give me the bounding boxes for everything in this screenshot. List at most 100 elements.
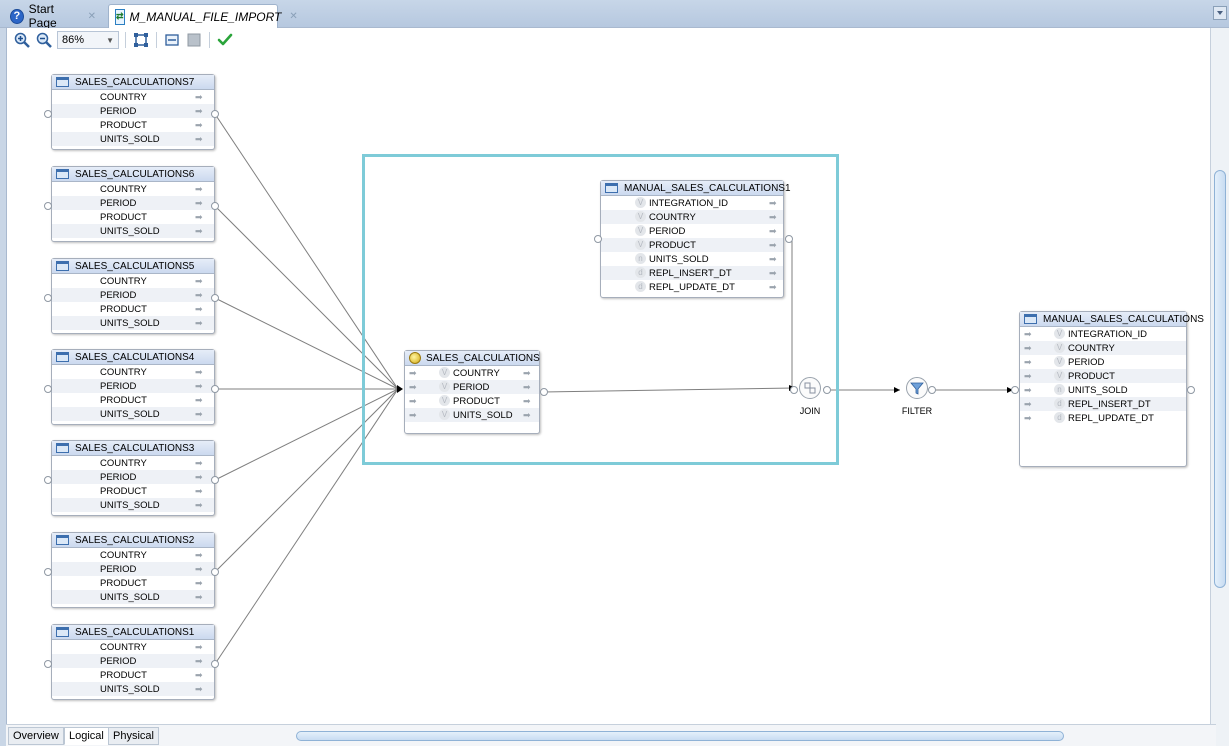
column-row[interactable]: PRODUCT bbox=[52, 576, 214, 590]
close-icon[interactable]: ✕ bbox=[87, 10, 96, 22]
validate-check-icon[interactable] bbox=[216, 31, 234, 49]
column-row[interactable]: PRODUCT bbox=[52, 210, 214, 224]
source-output-port[interactable] bbox=[211, 660, 219, 668]
source-output-port[interactable] bbox=[211, 294, 219, 302]
source-output-port[interactable] bbox=[211, 202, 219, 210]
horizontal-scroll-thumb[interactable] bbox=[296, 731, 1064, 741]
dataset-output-port[interactable] bbox=[540, 388, 548, 396]
source-table-node[interactable]: SALES_CALCULATIONS3COUNTRYPERIODPRODUCTU… bbox=[51, 440, 215, 516]
dataset-node[interactable]: SALES_CALCULATIONS VCOUNTRYVPERIODVPRODU… bbox=[404, 350, 540, 434]
column-row[interactable]: UNITS_SOLD bbox=[52, 407, 214, 421]
source-input-port[interactable] bbox=[44, 568, 52, 576]
target-output-port[interactable] bbox=[1187, 386, 1195, 394]
zoom-in-icon[interactable] bbox=[13, 31, 31, 49]
tab-overview[interactable]: Overview bbox=[8, 727, 64, 745]
mapping-canvas[interactable]: SALES_CALCULATIONS7COUNTRYPERIODPRODUCTU… bbox=[6, 52, 1210, 724]
source-output-port[interactable] bbox=[211, 476, 219, 484]
column-row[interactable]: PRODUCT bbox=[52, 302, 214, 316]
column-row[interactable]: PERIOD bbox=[52, 104, 214, 118]
target-input-port[interactable] bbox=[1011, 386, 1019, 394]
source-table-node[interactable]: SALES_CALCULATIONS1COUNTRYPERIODPRODUCTU… bbox=[51, 624, 215, 700]
column-row[interactable]: UNITS_SOLD bbox=[52, 682, 214, 696]
column-row[interactable]: COUNTRY bbox=[52, 90, 214, 104]
layout-icon[interactable] bbox=[163, 31, 181, 49]
column-row[interactable]: PERIOD bbox=[52, 379, 214, 393]
column-row[interactable]: UNITS_SOLD bbox=[52, 316, 214, 330]
column-row[interactable]: COUNTRY bbox=[52, 640, 214, 654]
source-output-port[interactable] bbox=[211, 110, 219, 118]
lookup-output-port[interactable] bbox=[785, 235, 793, 243]
source-table-node[interactable]: SALES_CALCULATIONS6COUNTRYPERIODPRODUCTU… bbox=[51, 166, 215, 242]
tab-logical[interactable]: Logical bbox=[64, 727, 109, 745]
window-list-button[interactable] bbox=[1213, 6, 1227, 20]
tab-start-page[interactable]: ? Start Page ✕ bbox=[4, 2, 102, 30]
fit-to-window-icon[interactable] bbox=[132, 31, 150, 49]
column-row[interactable]: COUNTRY bbox=[52, 182, 214, 196]
column-row[interactable]: PERIOD bbox=[52, 654, 214, 668]
target-table-node[interactable]: MANUAL_SALES_CALCULATIONS VINTEGRATION_I… bbox=[1019, 311, 1204, 467]
column-row[interactable]: PERIOD bbox=[52, 288, 214, 302]
column-row[interactable]: COUNTRY bbox=[52, 274, 214, 288]
source-table-node[interactable]: SALES_CALCULATIONS4COUNTRYPERIODPRODUCTU… bbox=[51, 349, 215, 425]
column-row[interactable]: PERIOD bbox=[52, 562, 214, 576]
column-row[interactable]: UNITS_SOLD bbox=[52, 224, 214, 238]
column-row[interactable]: UNITS_SOLD bbox=[52, 132, 214, 146]
source-table-node[interactable]: SALES_CALCULATIONS7COUNTRYPERIODPRODUCTU… bbox=[51, 74, 215, 150]
tab-mapping[interactable]: ⇄ M_MANUAL_FILE_IMPORT ✕ bbox=[108, 4, 298, 28]
column-row[interactable]: PRODUCT bbox=[52, 484, 214, 498]
datatype-badge: V bbox=[1054, 342, 1065, 353]
zoom-select[interactable]: 86% ▼ bbox=[57, 31, 119, 49]
tab-physical[interactable]: Physical bbox=[108, 727, 159, 745]
column-row[interactable]: PRODUCT bbox=[52, 668, 214, 682]
join-component[interactable]: JOIN bbox=[789, 377, 831, 416]
source-input-port[interactable] bbox=[44, 660, 52, 668]
source-table-node[interactable]: SALES_CALCULATIONS5COUNTRYPERIODPRODUCTU… bbox=[51, 258, 215, 334]
filter-component[interactable]: FILTER bbox=[895, 377, 939, 416]
column-row[interactable]: UNITS_SOLD bbox=[52, 498, 214, 512]
source-input-port[interactable] bbox=[44, 385, 52, 393]
join-input-port[interactable] bbox=[790, 386, 798, 394]
grid-icon[interactable] bbox=[185, 31, 203, 49]
source-input-port[interactable] bbox=[44, 202, 52, 210]
column-row[interactable]: COUNTRY bbox=[52, 548, 214, 562]
source-input-port[interactable] bbox=[44, 476, 52, 484]
source-table-node[interactable]: SALES_CALCULATIONS2COUNTRYPERIODPRODUCTU… bbox=[51, 532, 215, 608]
column-row[interactable]: COUNTRY bbox=[52, 456, 214, 470]
join-output-port[interactable] bbox=[823, 386, 831, 394]
vertical-scroll-thumb[interactable] bbox=[1214, 170, 1226, 588]
column-row[interactable]: PERIOD bbox=[52, 196, 214, 210]
lookup-input-port[interactable] bbox=[594, 235, 602, 243]
column-row[interactable]: PERIOD bbox=[52, 470, 214, 484]
column-row[interactable]: COUNTRY bbox=[52, 365, 214, 379]
zoom-out-icon[interactable] bbox=[35, 31, 53, 49]
column-row[interactable]: UNITS_SOLD bbox=[52, 590, 214, 604]
vertical-scrollbar[interactable] bbox=[1210, 28, 1229, 746]
column-row[interactable]: PRODUCT bbox=[52, 118, 214, 132]
column-row[interactable]: PRODUCT bbox=[52, 393, 214, 407]
source-input-port[interactable] bbox=[44, 294, 52, 302]
filter-output-port[interactable] bbox=[928, 386, 936, 394]
source-output-port[interactable] bbox=[211, 385, 219, 393]
source-output-port[interactable] bbox=[211, 568, 219, 576]
source-input-port[interactable] bbox=[44, 110, 52, 118]
close-icon[interactable]: ✕ bbox=[289, 11, 298, 22]
